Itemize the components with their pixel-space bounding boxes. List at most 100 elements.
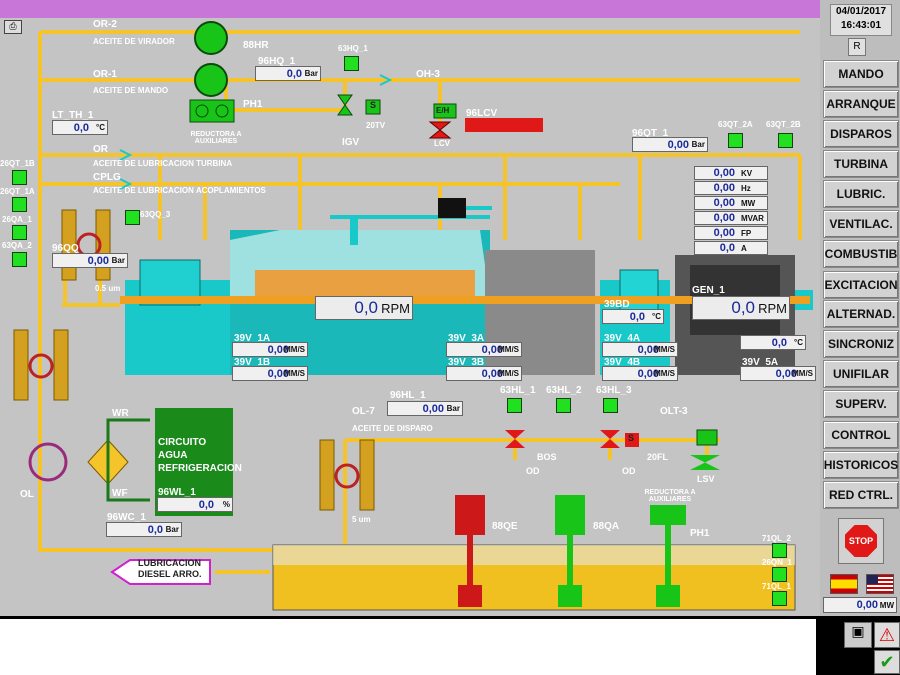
readout-39v5a-value: 0,00 — [775, 367, 797, 380]
status-26qt1a[interactable] — [12, 197, 27, 212]
menu-button-1[interactable]: ARRANQUE — [823, 90, 899, 118]
status-63hl1[interactable] — [507, 398, 522, 413]
label-wr: WR — [112, 408, 129, 419]
reset-button[interactable]: R — [848, 38, 866, 56]
readout-96wl1-value: 0,0 — [198, 498, 214, 511]
menu-button-14[interactable]: RED CTRL. — [823, 481, 899, 509]
label-ol: OL — [20, 489, 34, 500]
menu-button-9[interactable]: SINCRONIZ — [823, 330, 899, 358]
readout-96wc1-value: 0,0 — [147, 523, 163, 536]
elec-readout-unit: A — [741, 243, 747, 253]
print-icon[interactable]: ▣ — [844, 622, 872, 648]
elec-readout-unit: Hz — [741, 183, 751, 193]
readout-96qt1-unit: Bar — [691, 140, 705, 149]
acknowledge-icon[interactable]: ✔ — [874, 650, 900, 674]
menu-button-12[interactable]: CONTROL — [823, 421, 899, 449]
menu-button-0[interactable]: MANDO — [823, 60, 899, 88]
menu-button-13[interactable]: HISTORICOS — [823, 451, 899, 479]
tag-96hl1: 96HL_1 — [390, 390, 426, 401]
spanish-flag-icon[interactable] — [830, 574, 858, 594]
status-63qa2[interactable] — [12, 252, 27, 267]
message-area — [0, 619, 816, 675]
date-text: 04/01/2017 — [835, 6, 887, 17]
status-63qt2b[interactable] — [778, 133, 793, 148]
label-bos: BOS — [537, 452, 557, 462]
tag-63hl1: 63HL_1 — [500, 385, 536, 396]
readout-39v3b-unit: MM/S — [498, 369, 519, 378]
menu-button-3[interactable]: TURBINA — [823, 150, 899, 178]
status-26qn1[interactable] — [772, 567, 787, 582]
label-reductora2: REDUCTORA A AUXILIARES — [644, 489, 696, 503]
status-63hl2[interactable] — [556, 398, 571, 413]
readout-lt1-value: 0,0 — [73, 121, 89, 134]
menu-button-5[interactable]: VENTILAC. — [823, 210, 899, 238]
tag-26qa1: 26QA_1 — [2, 215, 32, 224]
tag-63qt2a: 63QT_2A — [718, 120, 753, 129]
readout-96hl1-value: 0,00 — [422, 402, 444, 415]
tag-63hl3: 63HL_3 — [596, 385, 632, 396]
tag-71ql1b: 71QL_1 — [762, 582, 791, 591]
status-71ql1[interactable] — [772, 543, 787, 558]
tag-26qt1a: 26QT_1A — [0, 187, 35, 196]
status-26qt1b[interactable] — [12, 170, 27, 185]
status-63qt2a[interactable] — [728, 133, 743, 148]
menu-button-11[interactable]: SUPERV. — [823, 390, 899, 418]
valve-20fl — [600, 430, 620, 448]
label-ol7: OL-7 — [352, 406, 375, 417]
lub-diesel-button[interactable]: LUBRICACION DIESEL ARRO. — [138, 558, 202, 579]
readout-96hq1-value: 0,0 — [286, 67, 302, 80]
valve-bos — [505, 430, 525, 448]
status-71ql1b[interactable] — [772, 591, 787, 606]
readout-39v3a-value: 0,00 — [481, 343, 503, 356]
menu-button-10[interactable]: UNIFILAR — [823, 360, 899, 388]
tag-96qt1: 96QT_1 — [632, 128, 669, 139]
tag-gen1: GEN_1 — [692, 285, 725, 296]
menu-button-8[interactable]: ALTERNAD. — [823, 300, 899, 328]
label-s2: S — [628, 433, 635, 443]
us-flag-icon[interactable] — [866, 574, 894, 594]
label-oh3: OH-3 — [416, 69, 440, 80]
valve-lcv — [428, 121, 452, 139]
tag-39v1b: 39V_1B — [234, 357, 271, 368]
readout-96wl1-unit: % — [222, 500, 230, 509]
readout-lt1: 0,0°C — [52, 120, 108, 135]
rpm-generator-value: 0,0 — [731, 298, 755, 317]
elec-readout-value: 0,0 — [719, 242, 735, 254]
us-flag-canton — [867, 575, 878, 584]
status-63qq3[interactable] — [125, 210, 140, 225]
alarm-icon[interactable]: ⚠ — [874, 622, 900, 648]
label-20fl: 20FL — [647, 452, 669, 462]
menu-button-6[interactable]: COMBUSTIB — [823, 240, 899, 268]
label-ph1b: PH1 — [690, 528, 710, 539]
readout-gen-temp-unit: °C — [794, 338, 803, 347]
elec-readout-value: 0,00 — [713, 167, 735, 179]
tag-39v3b: 39V_3B — [448, 357, 485, 368]
status-63hl3[interactable] — [603, 398, 618, 413]
status-63hq1[interactable] — [344, 56, 359, 71]
menu-button-2[interactable]: DISPAROS — [823, 120, 899, 148]
time-text: 16:43:01 — [840, 20, 882, 31]
readout-39v1a-unit: MM/S — [284, 345, 305, 354]
menu-button-7[interactable]: EXCITACION — [823, 271, 899, 299]
pipe-trip — [343, 438, 720, 550]
readout-96hq1-unit: Bar — [304, 69, 318, 78]
menu-button-4[interactable]: LUBRIC. — [823, 180, 899, 208]
status-26qa1[interactable] — [12, 225, 27, 240]
elec-readout-5: 0,0 A — [694, 241, 768, 255]
rpm-turbine-unit: RPM — [381, 300, 410, 316]
stop-button[interactable]: STOP — [838, 518, 884, 564]
printer-icon[interactable]: ⎙ — [4, 20, 22, 34]
power-value: 0,00 — [856, 599, 878, 611]
readout-96hl1-unit: Bar — [446, 404, 460, 413]
tag-63hq1: 63HQ_1 — [338, 44, 368, 53]
label-reductora: REDUCTORA A AUXILIARES — [190, 131, 242, 145]
label-20tv: 20TV — [366, 121, 386, 130]
elec-readout-unit: MW — [741, 198, 756, 208]
readout-96qq-value: 0,00 — [87, 254, 109, 267]
